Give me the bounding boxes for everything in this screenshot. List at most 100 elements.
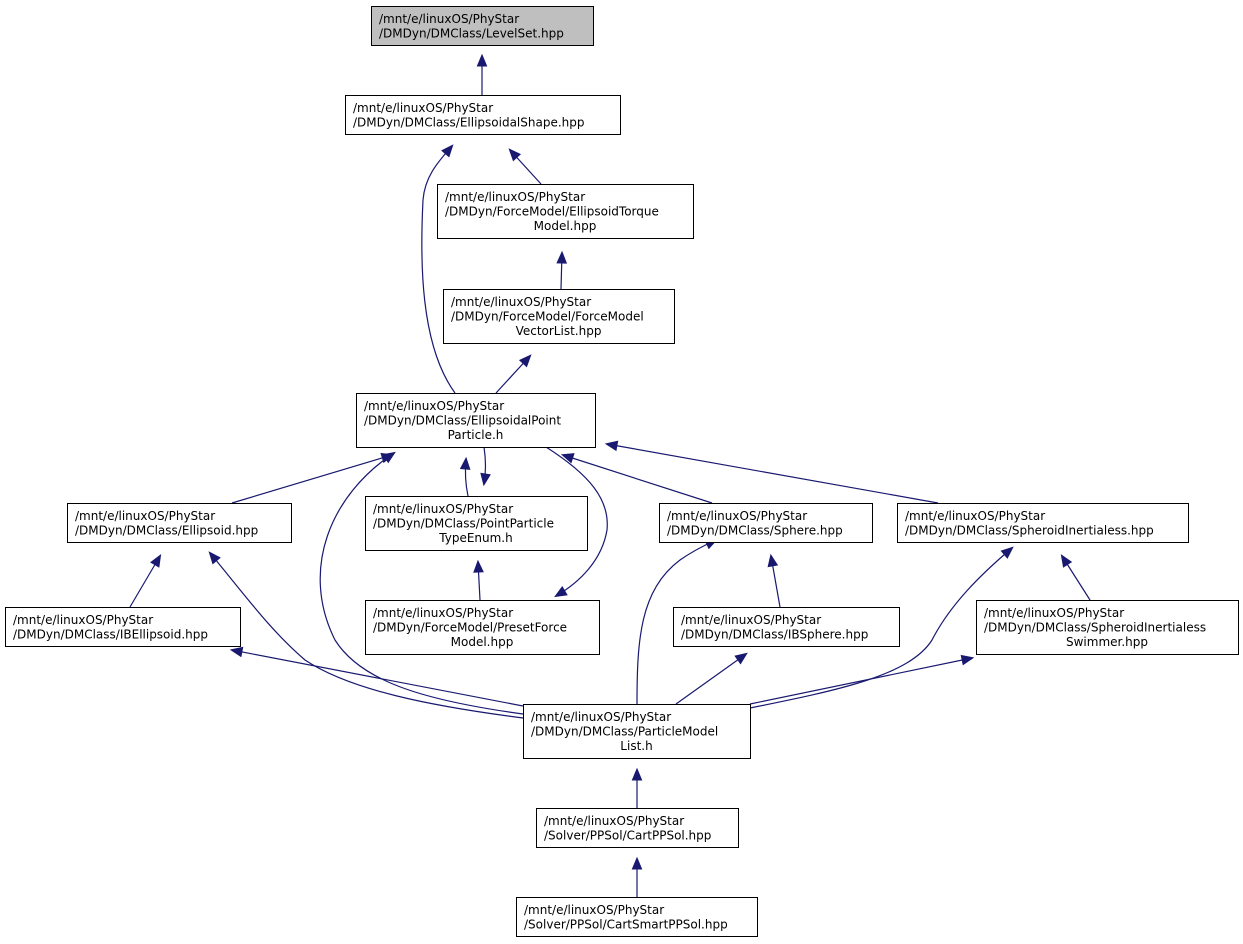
node-ellipsoidtorque[interactable]: /mnt/e/linuxOS/PhyStar/DMDyn/ForceModel/… <box>437 184 694 239</box>
node-particlemodellist[interactable]: /mnt/e/linuxOS/PhyStar/DMDyn/DMClass/Par… <box>523 704 751 759</box>
node-box[interactable] <box>371 6 594 46</box>
edge-ellipsoidalpointparticle-to-pointparticletypeenum <box>480 446 491 487</box>
node-box[interactable] <box>897 503 1189 543</box>
edge-arrowhead <box>556 250 568 264</box>
node-box[interactable] <box>356 393 596 448</box>
node-label-line: /DMDyn/DMClass/Sphere.hpp <box>667 523 843 537</box>
node-label-line: /mnt/e/linuxOS/PhyStar <box>681 613 821 627</box>
node-label-line: /mnt/e/linuxOS/PhyStar <box>531 710 671 724</box>
node-box[interactable] <box>437 184 694 239</box>
node-spheroidinertialess[interactable]: /mnt/e/linuxOS/PhyStar/DMDyn/DMClass/Sph… <box>897 503 1189 543</box>
edge-line <box>421 145 456 394</box>
node-label-line: /DMDyn/DMClass/IBEllipsoid.hpp <box>13 627 208 641</box>
edge-line <box>636 539 717 705</box>
node-label-line: /mnt/e/linuxOS/PhyStar <box>984 606 1124 620</box>
node-presetforcemodel[interactable]: /mnt/e/linuxOS/PhyStar/DMDyn/ForceModel/… <box>365 600 600 655</box>
node-ellipsoid[interactable]: /mnt/e/linuxOS/PhyStar/DMDyn/DMClass/Ell… <box>67 503 292 543</box>
edge-line <box>319 452 524 715</box>
edge-line <box>231 454 393 504</box>
node-ibsphere[interactable]: /mnt/e/linuxOS/PhyStar/DMDyn/DMClass/IBS… <box>673 607 900 647</box>
node-label-line: /mnt/e/linuxOS/PhyStar <box>13 613 153 627</box>
node-label-line: /DMDyn/DMClass/Ellipsoid.hpp <box>75 523 258 537</box>
edge-line <box>562 454 713 504</box>
edge-arrowhead <box>604 440 619 452</box>
node-label-line: /mnt/e/linuxOS/PhyStar <box>667 509 807 523</box>
edge-particlemodellist-to-spheroidinertialess <box>749 546 1014 709</box>
edge-ellipsoid-to-ellipsoidalpointparticle <box>231 452 395 504</box>
node-spheroidinertialessswimmer[interactable]: /mnt/e/linuxOS/PhyStar/DMDyn/DMClass/Sph… <box>976 600 1239 655</box>
edge-arrowhead <box>631 856 643 870</box>
node-label-line: /mnt/e/linuxOS/PhyStar <box>379 12 519 26</box>
edge-ellipsoidalpointparticle-to-ellipsoidalshape <box>421 144 456 394</box>
edge-arrowhead <box>1000 546 1014 559</box>
edge-arrowhead <box>560 453 575 464</box>
node-box[interactable] <box>536 808 739 848</box>
node-label-line: /Solver/PPSol/CartPPSol.hpp <box>544 828 711 842</box>
node-box[interactable] <box>659 503 873 543</box>
edge-arrowhead <box>767 553 779 568</box>
node-label-line: /DMDyn/DMClass/LevelSet.hpp <box>379 26 564 40</box>
node-box[interactable] <box>345 95 621 135</box>
node-pointparticletypeenum[interactable]: /mnt/e/linuxOS/PhyStar/DMDyn/DMClass/Poi… <box>365 496 588 551</box>
node-label-line: /mnt/e/linuxOS/PhyStar <box>905 509 1045 523</box>
node-box[interactable] <box>365 600 600 655</box>
edge-cartsmartppsol-to-cartppsol <box>631 856 643 897</box>
node-label-line: /DMDyn/DMClass/SpheroidInertialess <box>984 621 1206 635</box>
node-label-line: /mnt/e/linuxOS/PhyStar <box>544 814 684 828</box>
node-box[interactable] <box>976 600 1239 655</box>
edge-forcemodelvectorlist-to-ellipsoidtorque <box>556 250 568 290</box>
node-label-line: /DMDyn/ForceModel/ForceModel <box>451 310 644 324</box>
edge-line <box>606 443 939 504</box>
node-label-line: Model.hpp <box>534 219 597 233</box>
edge-arrowhead <box>554 586 568 598</box>
node-box[interactable] <box>673 607 900 647</box>
edge-line <box>675 653 747 705</box>
edge-arrowhead <box>508 148 522 162</box>
node-box[interactable] <box>516 897 758 937</box>
node-box[interactable] <box>5 607 241 647</box>
node-forcemodelvectorlist[interactable]: /mnt/e/linuxOS/PhyStar/DMDyn/ForceModel/… <box>443 289 675 344</box>
node-cartsmartppsol[interactable]: /mnt/e/linuxOS/PhyStar/Solver/PPSol/Cart… <box>516 897 758 937</box>
edge-ellipsoidalpointparticle-to-presetforcemodel <box>545 446 608 598</box>
edge-arrowhead <box>631 767 643 781</box>
node-cartppsol[interactable]: /mnt/e/linuxOS/PhyStar/Solver/PPSol/Cart… <box>536 808 739 848</box>
node-label-line: /mnt/e/linuxOS/PhyStar <box>75 509 215 523</box>
edge-arrowhead <box>441 144 454 158</box>
node-label-line: VectorList.hpp <box>516 324 602 338</box>
edge-ellipsoidtorque-to-ellipsoidalshape <box>508 148 542 185</box>
edge-arrowhead <box>518 354 532 368</box>
edge-arrowhead <box>1060 554 1073 568</box>
edge-ellipsoidalpointparticle-to-forcemodelvectorlist <box>495 354 532 394</box>
node-box[interactable] <box>365 496 588 551</box>
node-ellipsoidalpointparticle[interactable]: /mnt/e/linuxOS/PhyStar/DMDyn/DMClass/Ell… <box>356 393 596 448</box>
edge-arrowhead <box>459 456 471 470</box>
edge-line <box>545 446 608 597</box>
node-label-line: /mnt/e/linuxOS/PhyStar <box>445 190 585 204</box>
node-sphere[interactable]: /mnt/e/linuxOS/PhyStar/DMDyn/DMClass/Sph… <box>659 503 873 543</box>
node-label-line: /DMDyn/DMClass/EllipsoidalPoint <box>364 414 561 428</box>
node-label-line: TypeEnum.h <box>438 531 512 545</box>
node-box[interactable] <box>443 289 675 344</box>
edges-layer <box>129 53 1091 897</box>
node-label-line: Particle.h <box>448 428 504 442</box>
node-levelset[interactable]: /mnt/e/linuxOS/PhyStar/DMDyn/DMClass/Lev… <box>371 6 594 46</box>
node-label-line: /Solver/PPSol/CartSmartPPSol.hpp <box>524 917 728 931</box>
node-label-line: /mnt/e/linuxOS/PhyStar <box>524 903 664 917</box>
edge-presetforcemodel-to-pointparticletypeenum <box>473 559 484 601</box>
node-label-line: /DMDyn/DMClass/PointParticle <box>373 517 554 531</box>
edge-cartppsol-to-particlemodellist <box>631 767 643 808</box>
node-label-line: /mnt/e/linuxOS/PhyStar <box>373 606 513 620</box>
edge-line <box>749 657 973 705</box>
node-label-line: /DMDyn/DMClass/SpheroidInertialess.hpp <box>905 523 1154 537</box>
node-label-line: /DMDyn/ForceModel/PresetForce <box>373 621 567 635</box>
edge-particlemodellist-to-spheroidinertialessswimmer <box>749 654 975 705</box>
edge-line <box>749 547 1013 709</box>
node-label-line: Swimmer.hpp <box>1066 635 1148 649</box>
node-box[interactable] <box>523 704 751 759</box>
node-ellipsoidalshape[interactable]: /mnt/e/linuxOS/PhyStar/DMDyn/DMClass/Ell… <box>345 95 621 135</box>
node-box[interactable] <box>67 503 292 543</box>
node-ibellipsoid[interactable]: /mnt/e/linuxOS/PhyStar/DMDyn/DMClass/IBE… <box>5 607 241 647</box>
node-label-line: /mnt/e/linuxOS/PhyStar <box>373 502 513 516</box>
edge-arrowhead <box>480 472 491 487</box>
